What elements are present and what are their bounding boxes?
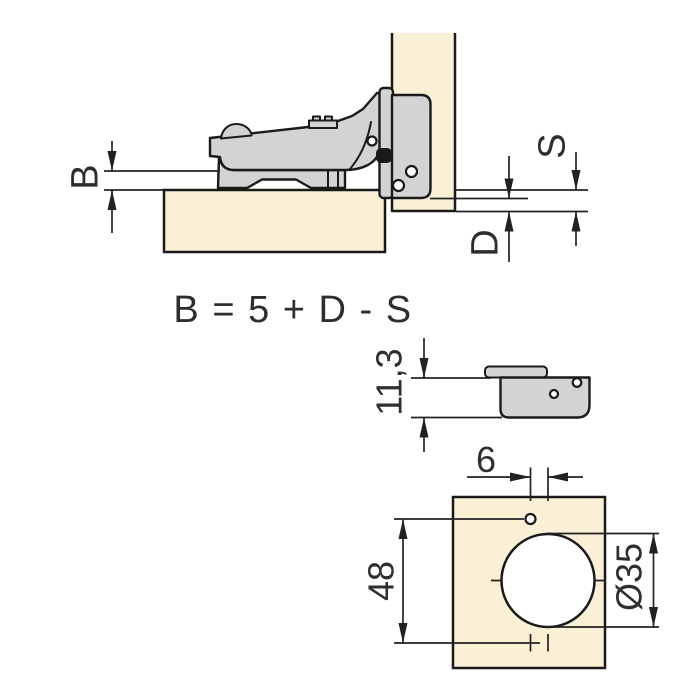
right-extension-lines xyxy=(430,189,588,213)
cup-hole-lower xyxy=(391,178,406,193)
cabinet-side-panel xyxy=(162,188,387,254)
dimension-depth: 11,3 xyxy=(369,338,429,452)
pivot-pin-hole xyxy=(366,135,378,147)
pilot-hole xyxy=(524,512,537,526)
dimension-b: B xyxy=(64,141,220,233)
cup-profile-flange xyxy=(484,365,548,379)
label-d: D xyxy=(464,229,506,256)
cup-profile-body xyxy=(499,376,591,419)
dimension-edge-distance: 6 xyxy=(467,439,583,482)
cup-profile-hole-2 xyxy=(548,388,560,400)
dimension-hole-spacing: 48 xyxy=(361,518,540,644)
drilling-template: 6 48 Ø35 xyxy=(361,439,659,670)
arm-knuckle-detail xyxy=(349,121,372,170)
adjustment-screw xyxy=(308,115,338,129)
dimension-cup-diameter: Ø35 xyxy=(546,532,659,628)
label-hole-spacing: 48 xyxy=(361,561,402,601)
dimension-d: D xyxy=(464,156,514,262)
label-cup-diameter: Ø35 xyxy=(609,543,650,611)
pivot-boss xyxy=(376,148,392,163)
cup-profile-hole-1 xyxy=(571,377,583,388)
cup-hole-upper xyxy=(404,164,419,179)
formula-text: B = 5 + D - S xyxy=(173,289,412,331)
dimension-s: S xyxy=(531,133,581,246)
cup-bore-circle xyxy=(500,532,596,629)
cup-side-view: 11,3 xyxy=(369,338,591,452)
label-b: B xyxy=(64,164,106,189)
label-depth: 11,3 xyxy=(369,348,410,415)
label-edge-distance: 6 xyxy=(476,439,496,480)
hinge-cup xyxy=(390,93,432,200)
hinge-assembly xyxy=(208,86,432,200)
label-s: S xyxy=(531,133,573,158)
cross-section-view: B D S xyxy=(64,33,588,262)
arm-dome-bump xyxy=(220,123,253,140)
